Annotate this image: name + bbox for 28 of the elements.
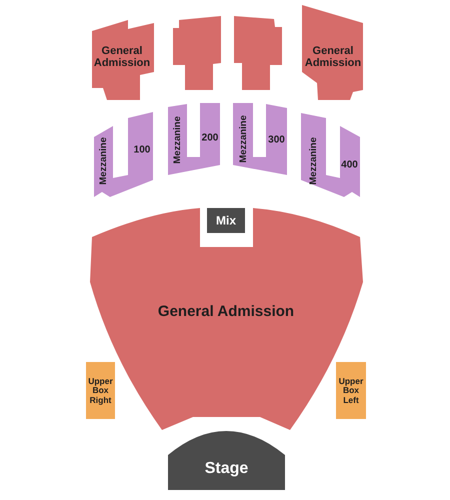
seating-section xyxy=(92,20,154,100)
section-number: 100 xyxy=(134,144,150,156)
section-label: Mezzanine xyxy=(238,115,249,163)
seating-section xyxy=(301,113,360,197)
section-label: Mezzanine xyxy=(98,137,110,185)
seating-section xyxy=(302,5,363,100)
section-label: Mezzanine xyxy=(172,116,183,164)
seating-section xyxy=(168,103,220,175)
section-number: 300 xyxy=(268,134,285,146)
section-label: Upper Box Right xyxy=(87,376,114,406)
mix-booth xyxy=(207,208,245,233)
section-number: 200 xyxy=(202,132,218,144)
box-seat-section xyxy=(336,362,366,419)
mix-label: Mix xyxy=(216,214,236,228)
seating-section xyxy=(234,16,282,90)
section-label: Mezzanine xyxy=(308,137,320,185)
seating-section xyxy=(94,112,153,197)
seating-section xyxy=(233,103,287,175)
seating-section xyxy=(90,208,363,430)
box-seat-section xyxy=(86,362,115,419)
section-label: General Admission xyxy=(304,44,362,70)
stage xyxy=(168,431,285,490)
seating-section xyxy=(173,16,221,90)
section-label: General Admission xyxy=(158,304,294,320)
section-label: General Admission xyxy=(92,44,152,70)
stage-label: Stage xyxy=(204,460,248,478)
section-label: Upper Box Left xyxy=(338,376,364,406)
section-number: 400 xyxy=(341,160,358,170)
